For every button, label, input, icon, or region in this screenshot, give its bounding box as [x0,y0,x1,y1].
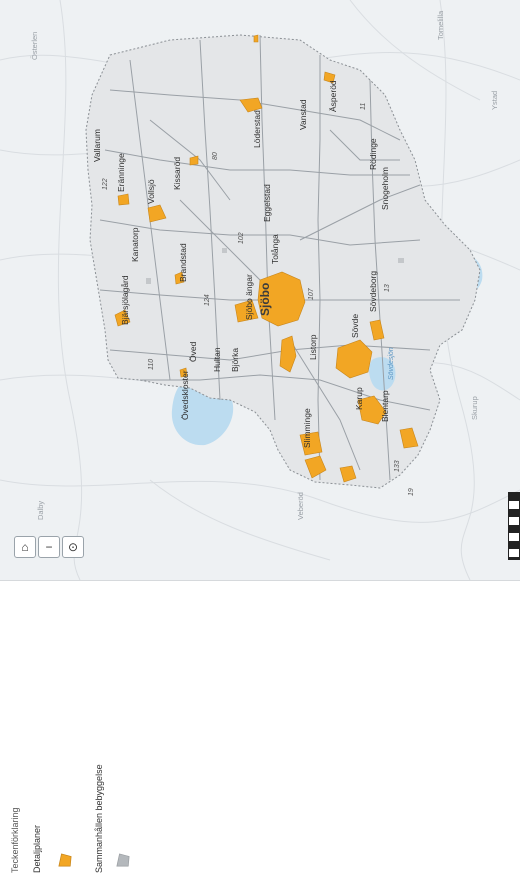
place-label-vanstad: Vanstad [298,99,308,130]
place-label-rodinge: Rödinge [368,138,378,170]
place-label-asperod: Äsperöd [328,80,338,112]
place-label-sjobo: Sjöbo [258,282,272,316]
home-button[interactable]: ⌂ [14,536,36,558]
road-label-122: 122 [102,178,109,190]
road-label-107: 107 [308,288,315,300]
place-label-veberod: Veberöd [296,492,305,520]
road-label-11: 11 [360,102,367,110]
place-label-karup: Karup [354,387,364,410]
locate-button[interactable]: ⊙ [62,536,84,558]
road-label-80: 80 [212,152,219,160]
place-label-ystad: Ystad [490,90,499,110]
place-label-skurup: Skurup [470,396,479,420]
place-label-brandstad: Brandstad [178,243,188,282]
legend-swatch-detaljplaner [58,853,72,867]
place-label-loverstad: Löderstad [252,110,262,148]
road-label-133: 133 [394,460,401,472]
road-label-13: 13 [384,284,391,292]
home-icon: ⌂ [21,540,29,554]
place-label-sovdeborg: Sövdeborg [368,270,378,312]
divider [0,580,520,581]
place-label-slimminge: Slimminge [302,408,312,448]
map-controls: ⌂ − ⊙ [14,536,86,558]
road-label-102: 102 [238,232,245,244]
legend-panel: Teckenförklaring Detaljplaner Sammanhåll… [0,581,520,895]
place-label-tolanga: Tolånga [270,234,280,264]
road-label-110: 110 [148,358,155,370]
place-label-oved: Öved [188,341,198,362]
legend-item-label-detaljplaner: Detaljplaner [32,824,42,873]
legend-item-label-sammanhallen-bebyggelse: Sammanhållen bebyggelse [94,764,104,873]
legend-swatch-sammanhallen-bebyggelse [116,853,130,867]
road-label-19: 19 [408,488,415,496]
place-label-vollsjo: Vollsjö [146,179,156,204]
place-label-snogeholm: Snogeholm [380,166,390,210]
road-label-124: 124 [204,294,211,306]
locate-icon: ⊙ [67,540,79,554]
place-label-kasarod: Kissaröd [172,156,182,190]
place-label-eranninge: Eränninge [116,153,126,192]
place-label-dalby: Dalby [36,500,45,520]
place-label-tomelilla: Tomelilla [436,10,445,40]
legend-title: Teckenförklaring [10,807,20,873]
place-label-osterlen: Österlen [30,31,39,60]
map-view[interactable]: Vallarum Eränninge Vollsjö Kanatorp Bjär… [0,0,520,580]
place-label-vallarum: Vallarum [92,129,102,162]
place-label-blentarp: Blentarp [380,390,390,422]
lake-label-sovdesjon: Sövdesjön [388,347,395,380]
zoom-out-button[interactable]: − [38,536,60,558]
place-label-sjobo-angar: Sjöbo ängar [244,274,254,320]
minus-icon: − [45,540,53,554]
place-label-bjarsjolagard: Bjärsjölagård [120,275,130,325]
map-canvas [0,0,520,580]
place-label-sovde: Sövde [350,313,360,338]
scale-bar [508,492,520,560]
place-label-hultan: Hultan [212,347,222,372]
place-label-listorp: Listorp [308,334,318,360]
place-label-bjorka: Björka [230,347,240,372]
place-label-kaniatorp: Kanatorp [130,227,140,263]
place-label-ovedskloster: Övedskloster [180,370,190,420]
place-label-eggelstad: Eggelstad [262,184,272,222]
